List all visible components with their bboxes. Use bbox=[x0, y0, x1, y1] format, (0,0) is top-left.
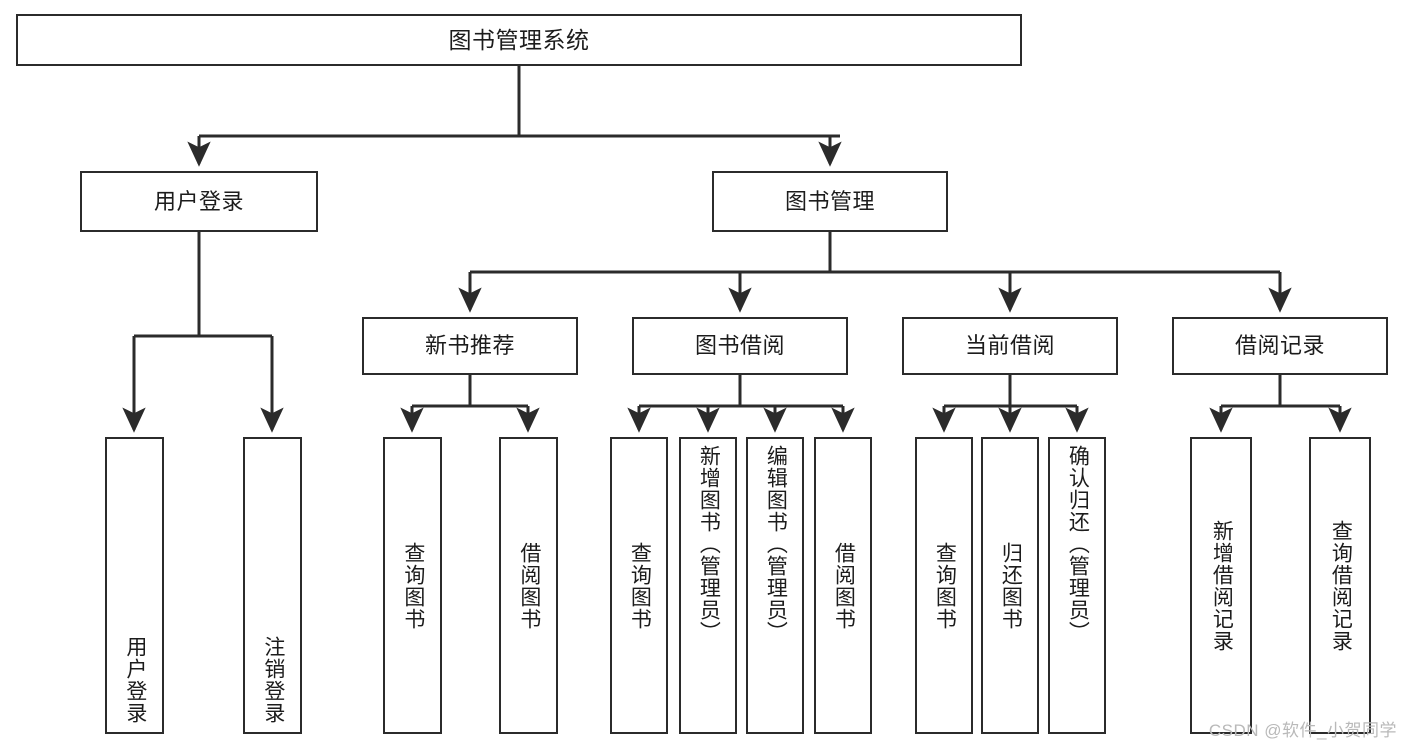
leaf-query-book-2[interactable]: 查询图书 bbox=[610, 437, 668, 734]
leaf-add-book[interactable]: 新增图书（管理员） bbox=[679, 437, 737, 734]
csdn-watermark: CSDN @软件_小贺同学 bbox=[1208, 721, 1397, 740]
node-label: 查询图书 bbox=[933, 541, 957, 630]
node-label: 新增借阅记录 bbox=[1210, 519, 1234, 652]
leaf-confirm-return[interactable]: 确认归还（管理员） bbox=[1048, 437, 1106, 734]
node-label: 借阅记录 bbox=[1234, 333, 1325, 359]
leaf-return-book[interactable]: 归还图书 bbox=[981, 437, 1039, 734]
node-book-borrow[interactable]: 图书借阅 bbox=[632, 317, 848, 375]
node-label: 归还图书 bbox=[999, 541, 1023, 630]
node-label: 当前借阅 bbox=[964, 333, 1055, 359]
node-label: 新书推荐 bbox=[424, 333, 515, 359]
node-label: 用户登录 bbox=[153, 188, 244, 214]
node-label: 新增图书（管理员） bbox=[697, 445, 721, 643]
node-book-manage[interactable]: 图书管理 bbox=[712, 171, 948, 232]
leaf-user-login[interactable]: 用户登录 bbox=[105, 437, 164, 734]
node-label: 借阅图书 bbox=[517, 541, 541, 630]
node-label: 确认归还（管理员） bbox=[1066, 445, 1090, 643]
leaf-borrow-book-2[interactable]: 借阅图书 bbox=[814, 437, 872, 734]
node-root-system[interactable]: 图书管理系统 bbox=[16, 14, 1022, 66]
node-label: 查询图书 bbox=[628, 541, 652, 630]
leaf-query-book-1[interactable]: 查询图书 bbox=[383, 437, 442, 734]
node-user-login[interactable]: 用户登录 bbox=[80, 171, 318, 232]
node-borrow-record[interactable]: 借阅记录 bbox=[1172, 317, 1388, 375]
node-current-borrow[interactable]: 当前借阅 bbox=[902, 317, 1118, 375]
node-new-book-rec[interactable]: 新书推荐 bbox=[362, 317, 578, 375]
node-label: 编辑图书（管理员） bbox=[764, 445, 788, 643]
node-label: 查询图书 bbox=[401, 541, 425, 630]
node-label: 用户登录 bbox=[123, 636, 147, 724]
leaf-add-record[interactable]: 新增借阅记录 bbox=[1190, 437, 1252, 734]
leaf-query-book-3[interactable]: 查询图书 bbox=[915, 437, 973, 734]
node-label: 图书管理系统 bbox=[448, 26, 590, 53]
node-label: 查询借阅记录 bbox=[1329, 519, 1353, 652]
leaf-logout-login[interactable]: 注销登录 bbox=[243, 437, 302, 734]
node-label: 图书借阅 bbox=[694, 333, 785, 359]
node-label: 注销登录 bbox=[261, 636, 285, 724]
leaf-query-record[interactable]: 查询借阅记录 bbox=[1309, 437, 1371, 734]
leaf-borrow-book-1[interactable]: 借阅图书 bbox=[499, 437, 558, 734]
node-label: 图书管理 bbox=[784, 188, 875, 214]
leaf-edit-book[interactable]: 编辑图书（管理员） bbox=[746, 437, 804, 734]
node-label: 借阅图书 bbox=[832, 541, 856, 630]
